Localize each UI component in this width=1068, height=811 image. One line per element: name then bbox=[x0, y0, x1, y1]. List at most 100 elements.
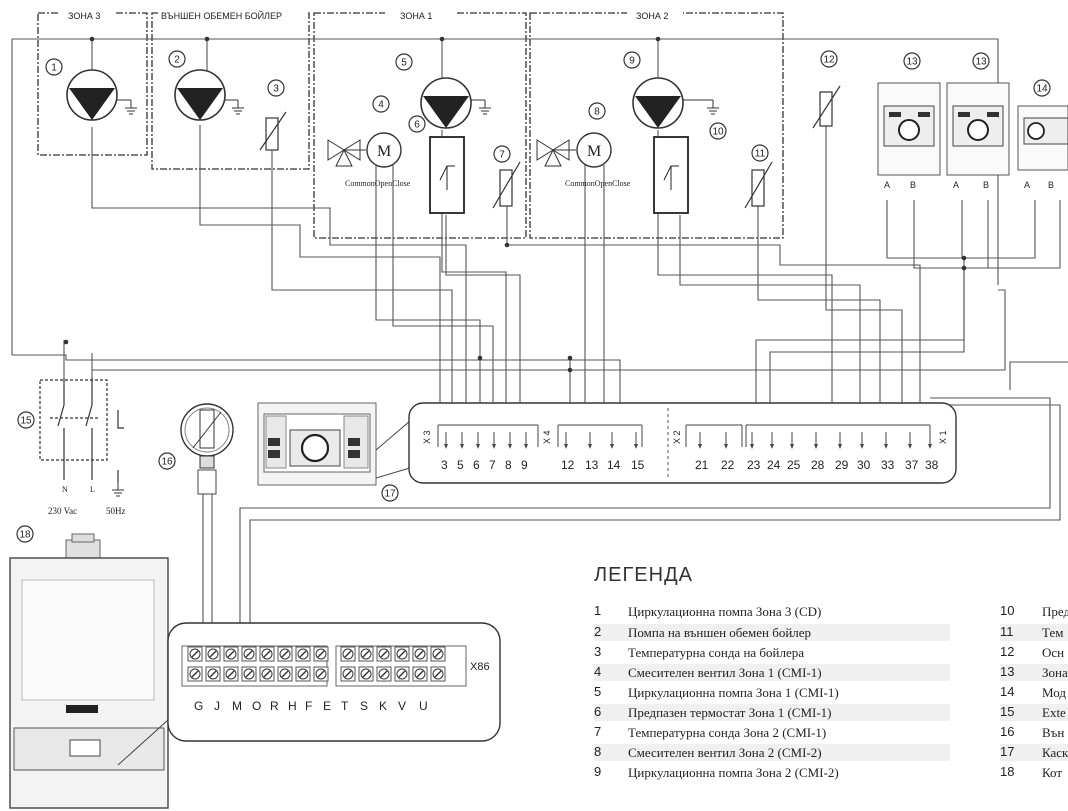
legend-text: Пред bbox=[1042, 604, 1068, 619]
terminal-9: 9 bbox=[521, 458, 528, 472]
legend-number: 2 bbox=[594, 624, 602, 639]
x86-letter-R: R bbox=[270, 699, 279, 713]
legend-text: Вън bbox=[1042, 725, 1065, 740]
x4-label: X 4 bbox=[542, 430, 552, 444]
legend-text: Циркулационна помпа Зона 1 (CMI-1) bbox=[628, 685, 839, 700]
pump-zone1 bbox=[420, 77, 492, 129]
room-thermostats bbox=[877, 82, 1068, 176]
legend-number: 4 bbox=[594, 664, 602, 679]
legend-text: Температурна сонда на бойлера bbox=[628, 645, 805, 660]
legend-text: Смесителен вентил Зона 1 (CMI-1) bbox=[628, 665, 822, 680]
legend-number: 17 bbox=[1000, 744, 1015, 759]
legend-item-4: 4 Смесителен вентил Зона 1 (CMI-1) bbox=[594, 664, 950, 681]
badge-9 bbox=[623, 51, 641, 69]
x86-letter-O: O bbox=[252, 699, 261, 713]
badge-4 bbox=[372, 95, 390, 113]
legend-item-9: 9 Циркулационна помпа Зона 2 (CMI-2) bbox=[594, 764, 950, 781]
motor-m-zone2: M bbox=[587, 143, 601, 160]
external-power-switch bbox=[39, 378, 124, 482]
outdoor-sensor bbox=[180, 403, 234, 495]
legend-number: 7 bbox=[594, 724, 602, 739]
x86-letter-S: S bbox=[360, 699, 368, 713]
legend-item-18: 18 Кот bbox=[1000, 764, 1068, 781]
legend-item-10: 10 Пред bbox=[1000, 603, 1068, 620]
terminal-33: 33 bbox=[881, 458, 895, 472]
legend-text: Температурна сонда Зона 2 (CMI-1) bbox=[628, 725, 827, 740]
legend-number: 1 bbox=[594, 603, 602, 618]
x3-label: X 3 bbox=[422, 430, 432, 444]
pump-zone2 bbox=[632, 77, 720, 129]
badge-number: 16 bbox=[161, 457, 173, 468]
badge-18 bbox=[16, 525, 34, 543]
x86-label: X86 bbox=[470, 661, 490, 673]
thermostat-ab-labels: A B A B A B bbox=[884, 180, 1054, 190]
badge-number: 2 bbox=[174, 55, 180, 66]
badge-number: 15 bbox=[20, 416, 32, 427]
legend-number: 3 bbox=[594, 644, 602, 659]
boiler bbox=[9, 533, 169, 809]
x86-letter-U: U bbox=[419, 699, 428, 713]
legend-item-5: 5 Циркулационна помпа Зона 1 (CMI-1) bbox=[594, 684, 950, 701]
badge-7 bbox=[493, 145, 511, 163]
badge-number: 9 bbox=[629, 56, 635, 67]
legend-number: 5 bbox=[594, 684, 602, 699]
badge-number: 17 bbox=[384, 489, 396, 500]
legend-number: 8 bbox=[594, 744, 602, 759]
legend-text: Осн bbox=[1042, 645, 1065, 660]
power-frequency: 50Hz bbox=[106, 506, 126, 516]
legend-item-3: 3 Температурна сонда на бойлера bbox=[594, 644, 950, 661]
badge-15 bbox=[17, 411, 35, 429]
x2-label: X 2 bbox=[672, 430, 682, 444]
badge-number: 10 bbox=[712, 127, 724, 138]
legend-text: Exte bbox=[1042, 705, 1066, 720]
legend-item-7: 7 Температурна сонда Зона 2 (CMI-1) bbox=[594, 724, 950, 741]
junctions bbox=[63, 36, 967, 373]
svg-text:B: B bbox=[1048, 180, 1054, 190]
legend-text: Мод bbox=[1042, 685, 1066, 700]
svg-text:A: A bbox=[1024, 180, 1030, 190]
badge-8 bbox=[588, 102, 606, 120]
power-n: N bbox=[62, 485, 68, 494]
legend-number: 9 bbox=[594, 764, 602, 779]
badge-6 bbox=[408, 115, 426, 133]
legend-number: 10 bbox=[1000, 603, 1015, 618]
badge-number: 3 bbox=[273, 84, 279, 95]
legend-number: 6 bbox=[594, 704, 602, 719]
terminal-15: 15 bbox=[631, 458, 645, 472]
terminal-12: 12 bbox=[561, 458, 575, 472]
svg-text:B: B bbox=[910, 180, 916, 190]
terminal-13: 13 bbox=[585, 458, 599, 472]
terminal-24: 24 bbox=[767, 458, 781, 472]
legend-number: 18 bbox=[1000, 764, 1015, 779]
legend-text: Кот bbox=[1042, 765, 1063, 780]
svg-text:A: A bbox=[884, 180, 890, 190]
x86-letter-H: H bbox=[288, 699, 297, 713]
badge-number: 12 bbox=[823, 55, 835, 66]
badge-12 bbox=[820, 50, 838, 68]
legend-text: Циркулационна помпа Зона 2 (CMI-2) bbox=[628, 765, 839, 780]
badge-number: 7 bbox=[499, 150, 505, 161]
x86-letter-V: V bbox=[398, 699, 406, 713]
terminal-7: 7 bbox=[489, 458, 496, 472]
x86-letter-F: F bbox=[305, 699, 312, 713]
legend-number: 14 bbox=[1000, 684, 1015, 699]
badge-number: 4 bbox=[378, 100, 384, 111]
legend-text: Смесителен вентил Зона 2 (CMI-2) bbox=[628, 745, 822, 760]
terminal-6: 6 bbox=[473, 458, 480, 472]
motor-m-zone1: M bbox=[377, 143, 391, 160]
badge-number: 1 bbox=[51, 63, 57, 74]
sensors bbox=[259, 85, 841, 209]
terminal-28: 28 bbox=[811, 458, 825, 472]
badge-number: 13 bbox=[975, 57, 987, 68]
terminal-37: 37 bbox=[905, 458, 919, 472]
x86-screws bbox=[187, 646, 446, 682]
x86-letter-M: M bbox=[232, 699, 242, 713]
mixing-valve-zone2: M CommonOpenClose bbox=[536, 132, 631, 188]
legend-number: 11 bbox=[1000, 624, 1014, 639]
